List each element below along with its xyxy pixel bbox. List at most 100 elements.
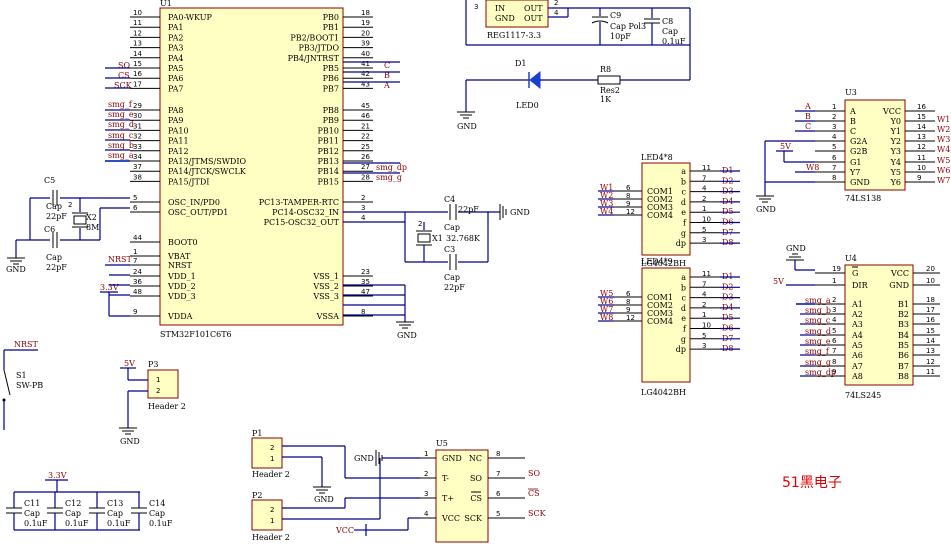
svg-text:34: 34 [133,153,142,161]
svg-text:12: 12 [626,314,635,322]
header-p2[interactable]: P2 2 1 Header 2 [251,491,290,542]
net-label-smg-c: smg_c [108,131,134,140]
svg-text:22pF: 22pF [46,263,67,272]
svg-text:smg_g: smg_g [805,358,831,367]
svg-text:8: 8 [626,192,630,200]
svg-text:18: 18 [361,9,370,17]
svg-text:Y1: Y1 [890,127,901,136]
svg-text:PA8: PA8 [168,106,184,115]
svg-text:12: 12 [926,358,935,366]
p3-ref: P3 [148,360,158,369]
net-label-smg-dp: smg_dp [376,163,407,172]
svg-text:GND: GND [6,265,26,274]
svg-text:PC14-OSC32_IN: PC14-OSC32_IN [272,208,339,217]
svg-text:1: 1 [424,450,428,458]
svg-text:a: a [681,273,686,282]
svg-text:W7: W7 [600,305,613,314]
svg-text:6: 6 [626,290,631,298]
svg-text:35: 35 [361,278,370,286]
svg-text:COM3: COM3 [647,309,673,318]
svg-text:46: 46 [361,112,370,120]
p2-part: Header 2 [252,533,290,542]
svg-text:1: 1 [133,248,137,256]
regulator-circuit[interactable]: IN GND OUT OUT 3 2 4 REG1117-3.3 C9 Cap … [465,0,691,80]
svg-text:GND: GND [495,14,515,23]
svg-text:W1: W1 [937,115,950,124]
svg-text:37: 37 [133,163,142,171]
svg-text:W2: W2 [600,191,613,200]
svg-text:PB9: PB9 [323,116,339,125]
net-label-smg-a: smg_a [108,151,134,160]
svg-text:10: 10 [917,164,926,172]
svg-text:COM3: COM3 [647,203,673,212]
r8-ref: R8 [600,65,611,74]
svg-text:VCC: VCC [890,269,909,278]
header-p3[interactable]: P3 1 2 Header 2 5V GND [119,359,186,446]
svg-text:11: 11 [702,270,711,278]
svg-text:0.1uF: 0.1uF [107,519,131,528]
led-indicator-circuit[interactable]: D1 LED0 R8 Res2 1K GND [457,59,690,131]
svg-text:4: 4 [832,133,837,141]
svg-text:PB5: PB5 [323,64,339,73]
u5-pin-8: 8NC [469,450,525,463]
svg-text:VCC: VCC [335,526,354,535]
svg-text:PA1: PA1 [168,23,184,32]
crystal-rtc-circuit[interactable]: C4 22pF Cap C3 Cap 22pF 2 X1 32.768K GND [343,195,530,292]
decoupling-caps[interactable]: 3.3V C11Cap0.1uFC12Cap0.1uFC13Cap0.1uFC1… [6,471,173,531]
crystal-main-circuit[interactable]: C5 Cap 22pF C6 Cap 22pF 2 X2 8M GND [6,176,130,274]
svg-text:g: g [681,335,686,344]
svg-text:19: 19 [361,19,370,27]
svg-text:B8: B8 [898,372,909,381]
svg-text:VSS_1: VSS_1 [312,272,339,281]
svg-text:22pF: 22pF [46,212,67,221]
net-label-smg-e: smg_e [108,110,134,119]
svg-text:48: 48 [133,288,142,296]
svg-text:3: 3 [361,204,365,212]
svg-text:4: 4 [361,214,366,222]
svg-text:PA12: PA12 [168,147,189,156]
svg-text:COM2: COM2 [647,195,673,204]
svg-text:VSSA: VSSA [316,312,340,321]
svg-text:W5: W5 [600,289,613,298]
svg-text:22pF: 22pF [458,205,479,214]
svg-text:VDD_1: VDD_1 [167,272,196,281]
header-p1[interactable]: P1 2 1 Header 2 [251,429,290,479]
svg-text:VDDA: VDDA [167,312,193,321]
reset-switch[interactable]: NRST S1 SW-PB [2,340,44,430]
svg-text:W3: W3 [937,135,950,144]
svg-text:B5: B5 [898,341,909,350]
